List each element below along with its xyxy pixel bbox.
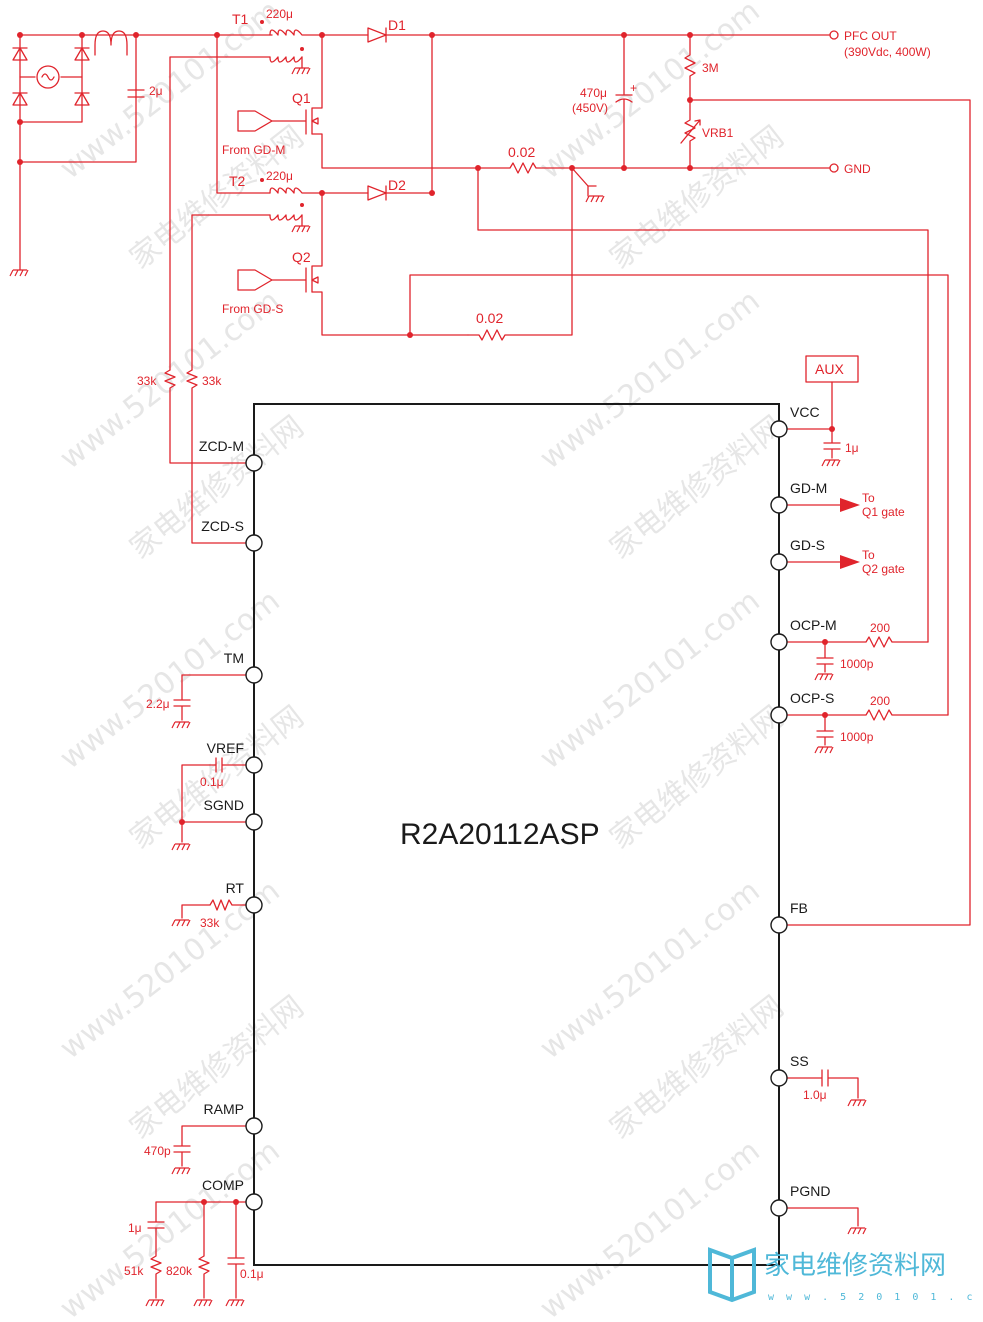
gnd-label: GND [844,162,871,176]
pin-pgnd-label: PGND [790,1183,830,1199]
output-stage [407,30,971,926]
vrb1-label: VRB1 [702,126,734,140]
cout-plus: + [630,81,637,95]
pin-fb-label: FB [790,900,808,916]
pin-comp-label: COMP [202,1177,244,1193]
logo-text: 家电维修资料网 [764,1251,946,1281]
r200a-label: 200 [870,621,890,635]
watermark-layer: 家电维修资料网 www.520101.com 家电维修资料网 www.52010… [53,0,790,1322]
pin-zcd-s-terminal [245,534,263,552]
q1-label: Q1 [292,90,311,106]
to2-label: To [862,548,875,562]
watermark-cn: 家电维修资料网 [603,989,790,1146]
pin-vref-label: VREF [207,740,244,756]
c-vcc-label: 1μ [845,441,859,455]
c-ramp-label: 470p [144,1144,171,1158]
r33k-b-label: 33k [202,374,222,388]
chip-body [253,403,780,1266]
pin-gd-s-label: GD-S [790,537,825,553]
pin-pgnd-terminal [770,1199,788,1217]
q2-label: Q2 [292,249,311,265]
pfc-out-label: PFC OUT [844,29,897,43]
c-tm-label: 2.2μ [146,697,170,711]
t2-label: T2 [229,173,246,189]
cin-label: 2μ [149,84,163,98]
r200b-label: 200 [870,694,890,708]
l1-label: 220μ [266,7,293,21]
pin-ocp-m-terminal [770,633,788,651]
cout-value: 470μ [580,86,607,100]
switches-diodes [237,27,479,336]
t1-label: T1 [232,11,249,27]
pin-ss-terminal [770,1069,788,1087]
transformers [169,20,323,371]
pins-right: VCC GD-M GD-S OCP-M OCP-S FB SS PGND [770,404,837,1217]
pin-sgnd-label: SGND [204,797,244,813]
c-vref-label: 0.1μ [200,775,224,789]
l2-label: 220μ [266,169,293,183]
c1000b-label: 1000p [840,730,874,744]
d2-label: D2 [388,177,406,193]
watermark-cn: 家电维修资料网 [123,989,310,1146]
r3m-label: 3M [702,61,719,75]
pin-gd-s-terminal [770,553,788,571]
pin-vcc-terminal [770,420,788,438]
watermark-cn: 家电维修资料网 [603,699,790,856]
zcd-resistors [164,369,255,544]
r-rt-label: 33k [200,916,220,930]
pin-ramp-terminal [245,1117,263,1135]
from-gds-label: From GD-S [222,302,283,316]
to1-label: To [862,491,875,505]
site-logo: 家电维修资料网 w w w . 5 2 0 1 0 1 . c o m [708,1247,983,1303]
c-comp2-label: 0.1μ [240,1267,264,1281]
rs1-label: 0.02 [508,144,535,160]
pin-ocp-m-label: OCP-M [790,617,837,633]
pin-tm-terminal [245,666,263,684]
q2gate-label: Q2 gate [862,562,905,576]
pin-tm-label: TM [224,650,244,666]
rs2-label: 0.02 [476,310,503,326]
pin-fb-terminal [770,916,788,934]
pin-rt-label: RT [226,880,245,896]
pin-zcd-m-terminal [245,454,263,472]
c-ss-label: 1.0μ [803,1088,827,1102]
pin-vref-terminal [245,756,263,774]
right-side-network [778,355,949,1235]
d1-label: D1 [388,17,406,33]
pins-left: ZCD-M ZCD-S TM VREF SGND RT RAMP COMP [199,438,263,1211]
pin-comp-terminal [245,1193,263,1211]
from-gdm-label: From GD-M [222,143,285,157]
pin-gd-m-terminal [770,496,788,514]
pin-ramp-label: RAMP [204,1101,244,1117]
pin-zcd-s-label: ZCD-S [201,518,244,534]
c1000a-label: 1000p [840,657,874,671]
pfc-spec-label: (390Vdc, 400W) [844,45,931,59]
watermark-cn: 家电维修资料网 [603,119,790,276]
pin-ocp-s-terminal [770,706,788,724]
r820k-label: 820k [166,1264,193,1278]
r51k-label: 51k [124,1264,144,1278]
chip-name: R2A20112ASP [400,818,600,851]
pin-zcd-m-label: ZCD-M [199,438,244,454]
cout-voltage: (450V) [572,101,608,115]
bridge-rectifier [9,30,273,277]
q1gate-label: Q1 gate [862,505,905,519]
watermark-cn: 家电维修资料网 [603,409,790,566]
logo-url: w w w . 5 2 0 1 0 1 . c o m [768,1292,983,1303]
pin-ocp-s-label: OCP-S [790,690,834,706]
pin-rt-terminal [245,896,263,914]
c-comp1-label: 1μ [128,1221,142,1235]
left-side-network [145,674,255,1307]
pin-sgnd-terminal [245,813,263,831]
pin-vcc-label: VCC [790,404,820,420]
pin-gd-m-label: GD-M [790,480,827,496]
aux-label: AUX [815,361,844,377]
watermark-url: www.520101.com [53,1133,286,1322]
pin-ss-label: SS [790,1053,809,1069]
r33k-a-label: 33k [137,374,157,388]
book-icon [708,1247,756,1303]
